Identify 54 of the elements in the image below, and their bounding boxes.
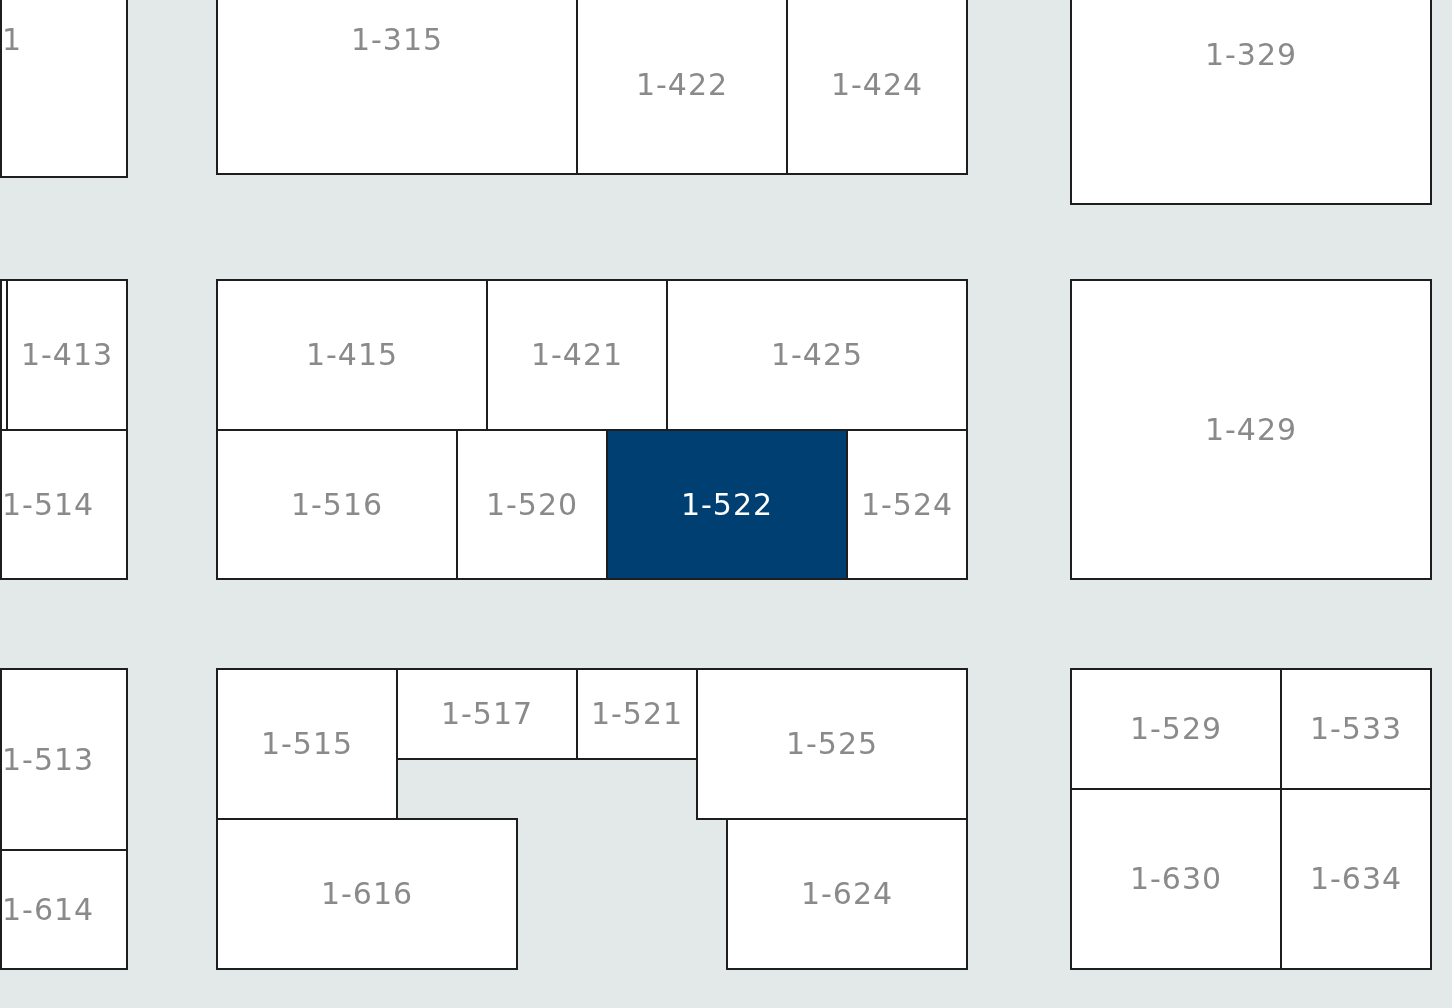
booth-number: 1	[2, 22, 23, 58]
booth-number: 1-520	[485, 486, 579, 523]
booth-number: 1-616	[320, 876, 414, 912]
booth-number: 1-421	[530, 337, 624, 373]
booth-outline	[786, 0, 968, 175]
booth-number: 1-514	[2, 486, 95, 523]
booth-outline	[1070, 279, 1432, 580]
booth-number: 1-533	[1309, 711, 1403, 747]
booth-number: 1-329	[1204, 37, 1298, 73]
booth-outline	[726, 818, 968, 970]
booth-number: 1-525	[785, 726, 879, 762]
booth-outline	[1280, 668, 1432, 790]
booth-number: 1-413	[20, 337, 114, 373]
booth-number: 1-630	[1129, 861, 1223, 897]
booth-number: 1-624	[800, 876, 894, 912]
booth-number: 1-516	[290, 486, 384, 523]
booth-number: 1-429	[1204, 411, 1298, 448]
booth-outline	[1280, 788, 1432, 970]
booth-number: 1-424	[830, 67, 924, 103]
booth-outline	[1070, 788, 1282, 970]
booth-number: 1-517	[440, 696, 534, 732]
booth-outline	[456, 429, 608, 580]
booth-number: 1-521	[590, 696, 684, 732]
booth-number: 1-415	[305, 337, 399, 373]
booth-outline	[216, 0, 578, 175]
booth-outline	[216, 279, 488, 431]
booth-outline	[1070, 0, 1432, 205]
booth-outline	[576, 668, 698, 760]
booth-outline	[606, 429, 848, 580]
booth-number: 1-529	[1129, 711, 1223, 747]
booth-outline	[846, 429, 968, 580]
booth-outline	[0, 0, 128, 178]
booth-number: 1-634	[1309, 861, 1403, 897]
booth-number: 1-524	[860, 486, 954, 523]
booth-outline	[696, 668, 968, 820]
booth-outline	[216, 668, 398, 820]
booth-outline	[6, 279, 128, 431]
booth-outline	[0, 429, 128, 580]
booth-number: 1-425	[770, 337, 864, 373]
booth-number: 1-513	[2, 741, 95, 778]
booth-outline	[0, 668, 128, 851]
booth-outline	[666, 279, 968, 431]
booth-number: 1-422	[635, 67, 729, 103]
booth-number: 1-614	[2, 891, 95, 928]
booth-outline	[486, 279, 668, 431]
booth-number: 1-515	[260, 726, 354, 762]
booth-outline	[576, 0, 788, 175]
booth-outline	[1070, 668, 1282, 790]
booth-number: 1-315	[350, 22, 444, 58]
booth-outline	[216, 429, 458, 580]
booth-number: 1-522	[680, 486, 774, 523]
booth-outline	[0, 849, 128, 970]
booth-outline	[216, 818, 518, 970]
booth-outline	[396, 668, 578, 760]
